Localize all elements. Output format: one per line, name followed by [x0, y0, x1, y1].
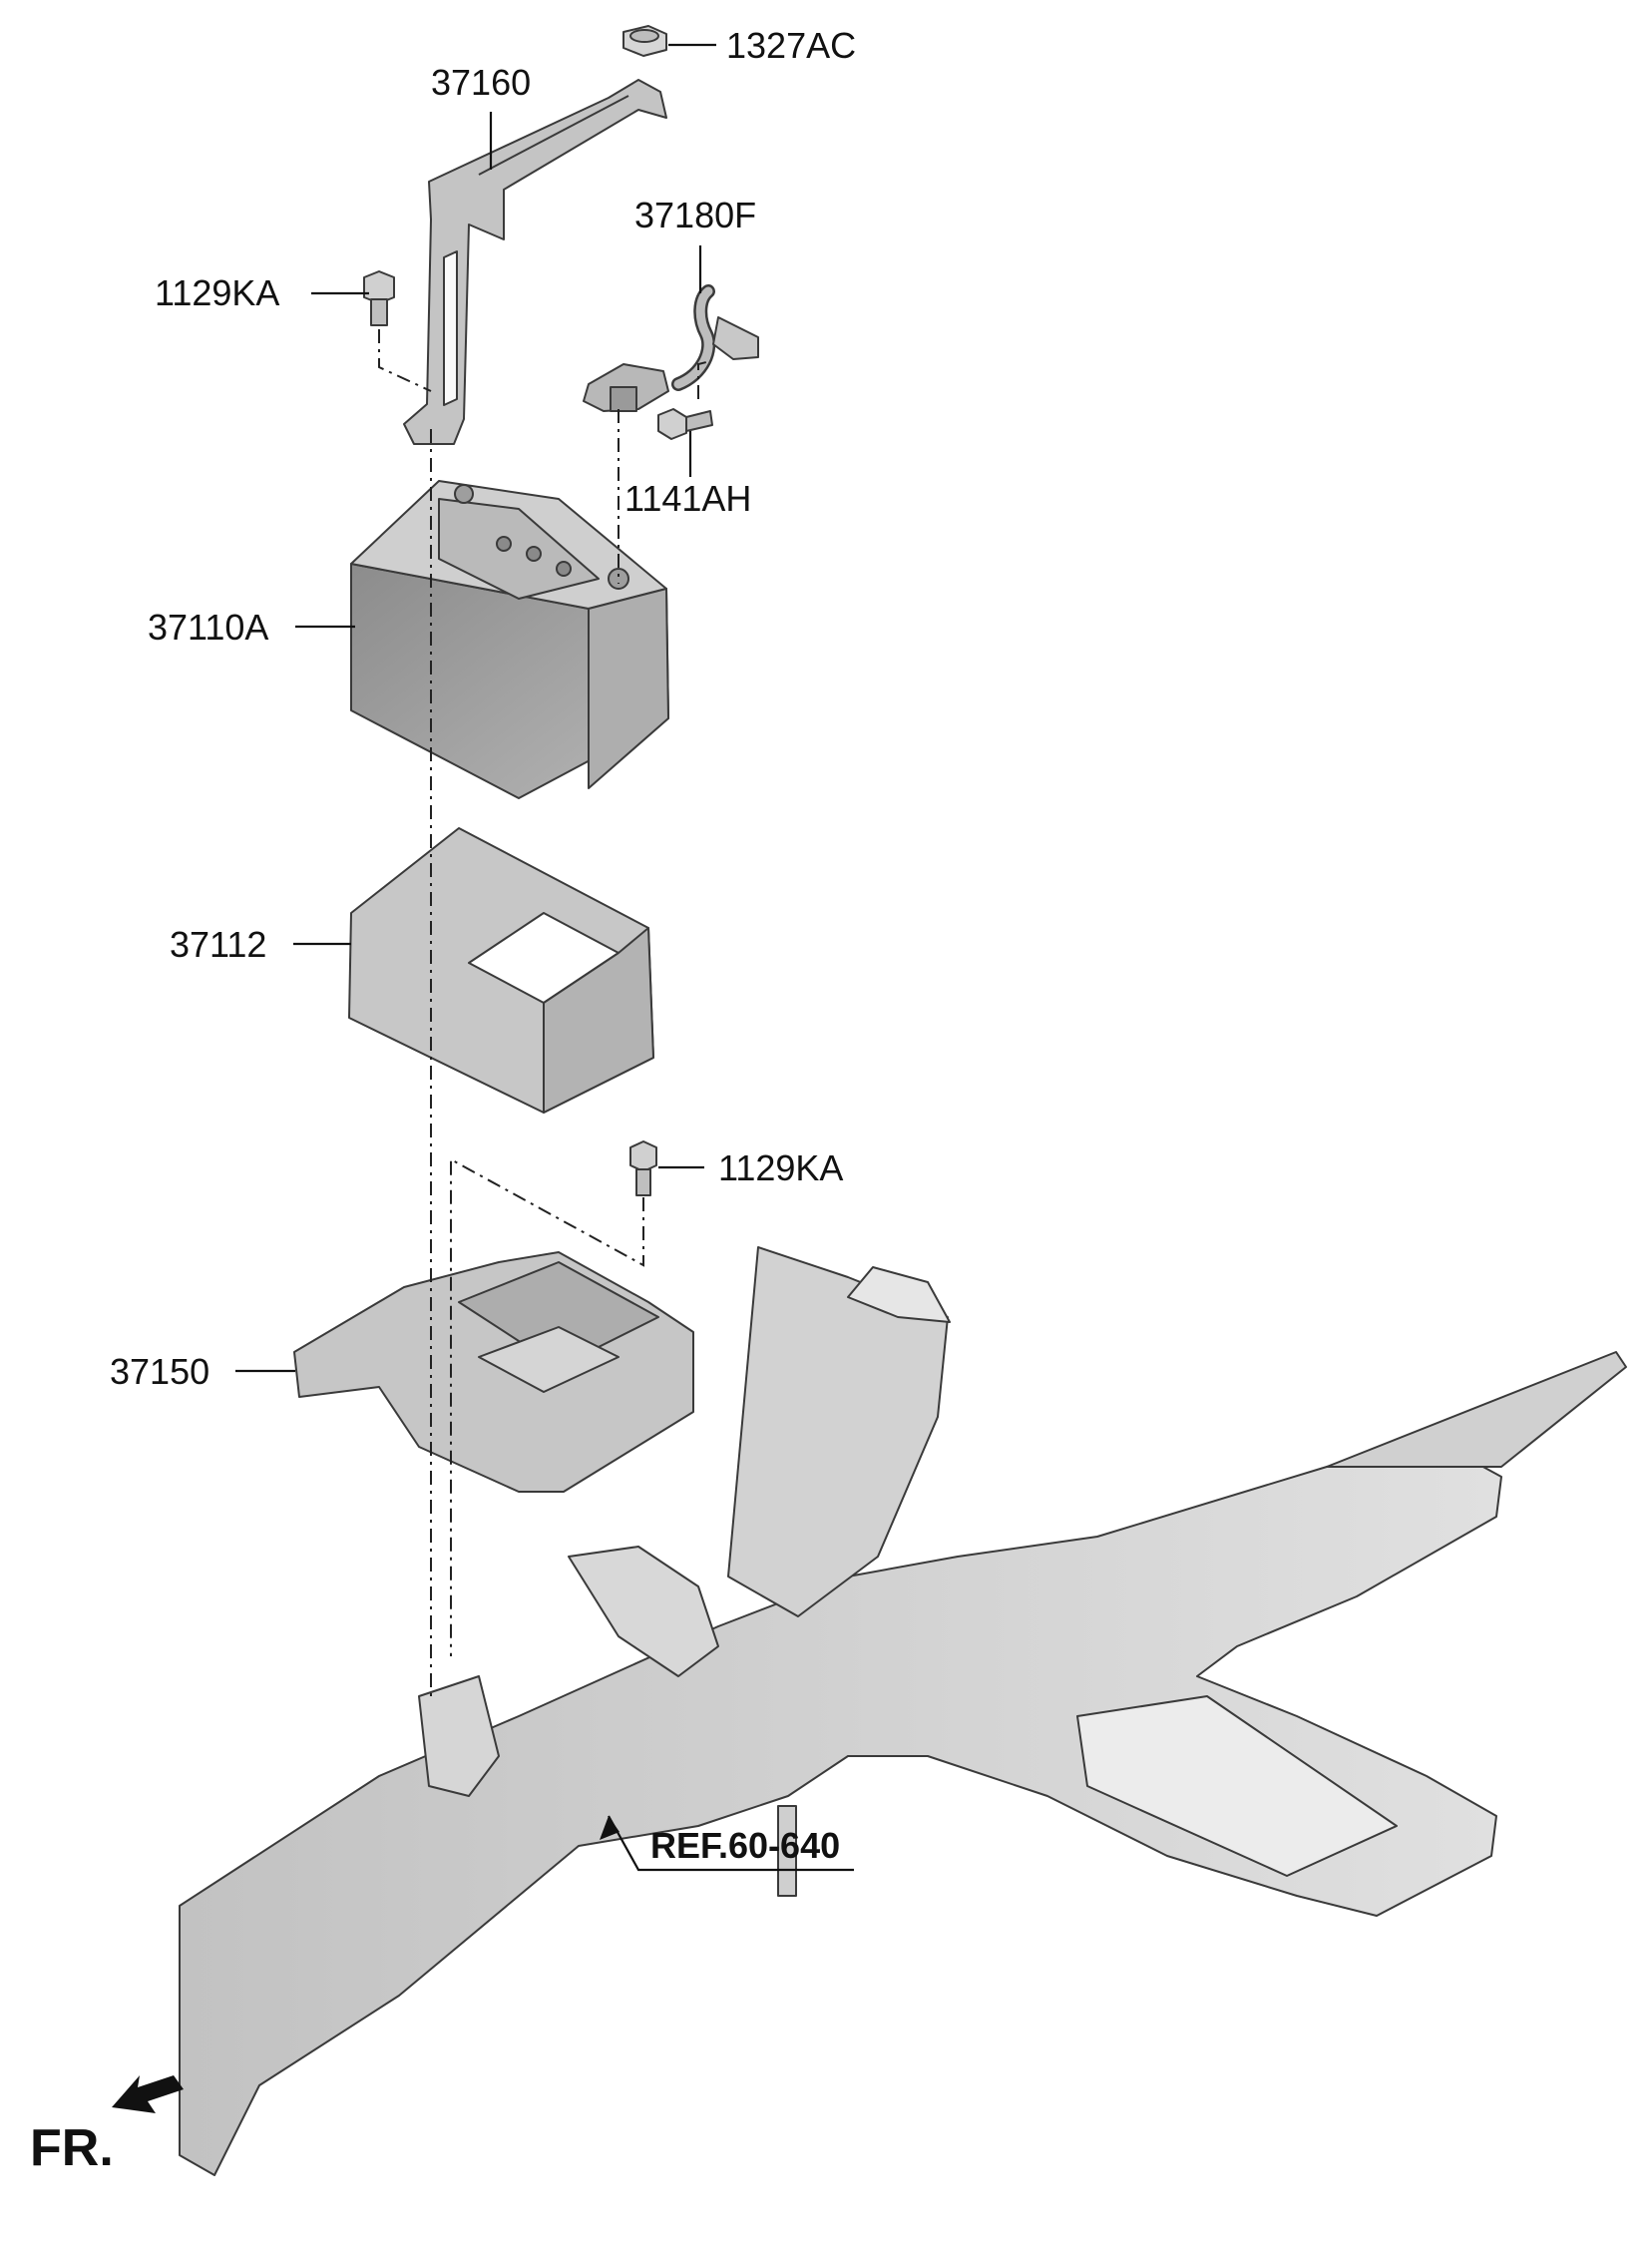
- label-1129ka-upper: 1129KA: [155, 272, 279, 313]
- bolt-1141ah: [657, 408, 713, 440]
- label-1129ka-lower: 1129KA: [718, 1147, 843, 1188]
- cable-37180f: [583, 284, 759, 412]
- alignment-lines: [378, 329, 711, 1696]
- bolt-1129ka-upper: [363, 270, 395, 326]
- label-1141ah: 1141AH: [624, 478, 751, 519]
- battery-37110a: [350, 480, 669, 799]
- battery-tray-37150: [293, 1251, 694, 1493]
- battery-clamp-37160: [403, 79, 667, 445]
- label-37180f: 37180F: [634, 195, 756, 235]
- nut-1327ac: [622, 25, 667, 57]
- label-1327ac: 1327AC: [726, 25, 856, 66]
- front-direction: FR.: [30, 2075, 184, 2177]
- label-37160: 37160: [431, 62, 531, 103]
- battery-case-37112: [348, 827, 654, 1114]
- bolt-1129ka-lower: [629, 1140, 657, 1196]
- leader-lines: [235, 43, 854, 1872]
- label-front: FR.: [30, 2119, 114, 2177]
- label-37150: 37150: [110, 1351, 209, 1392]
- body-frame-ref: [179, 1246, 1627, 2176]
- label-37110a: 37110A: [148, 607, 268, 648]
- arrow-front-icon: [112, 2075, 184, 2113]
- label-reference: REF.60-640: [650, 1825, 840, 1866]
- label-37112: 37112: [170, 924, 266, 965]
